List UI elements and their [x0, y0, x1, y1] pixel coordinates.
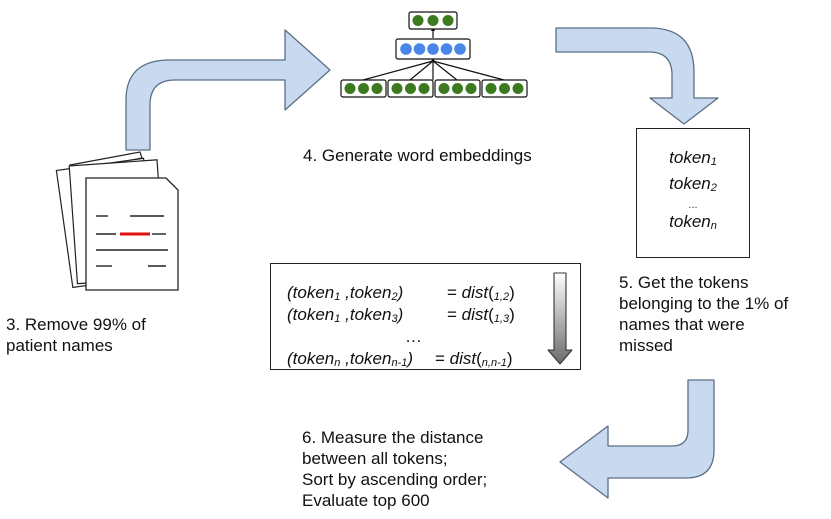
flow-arrow-to-distance: [559, 379, 715, 499]
step3-line-1: 3. Remove 99% of: [6, 315, 146, 334]
distance-row: (token1 ,token3) = dist(1,3): [287, 305, 515, 325]
step3-label: 3. Remove 99% of patient names: [6, 314, 146, 356]
step4-label: 4. Generate word embeddings: [303, 145, 532, 166]
token-item-n: tokenn: [669, 212, 717, 232]
step6-line-1: 6. Measure the distance: [302, 428, 484, 447]
token-ellipsis: ...: [688, 199, 698, 211]
step5-line-1: 5. Get the tokens: [619, 273, 749, 292]
distance-row: (token1 ,token2) = dist(1,2): [287, 283, 515, 303]
neural-network-icon: [340, 11, 528, 98]
token-item-1: token1: [669, 148, 717, 168]
token-list-box: token1 token2 ... tokenn: [636, 128, 750, 258]
step4-text: 4. Generate word embeddings: [303, 146, 532, 165]
token-item-2: token2: [669, 174, 717, 194]
step5-line-4: missed: [619, 336, 673, 355]
step5-line-3: names that were: [619, 315, 745, 334]
step6-line-3: Sort by ascending order;: [302, 470, 488, 489]
distance-row: (tokenn ,tokenn-1) = dist(n,n-1): [287, 349, 513, 369]
step5-line-2: belonging to the 1% of: [619, 294, 789, 313]
distance-ellipsis: …: [405, 327, 422, 346]
document-stack-icon: [55, 151, 179, 291]
flow-arrow-to-embeddings: [125, 29, 331, 151]
step3-line-2: patient names: [6, 336, 113, 355]
step6-line-4: Evaluate top 600: [302, 491, 430, 510]
step5-label: 5. Get the tokens belonging to the 1% of…: [619, 272, 788, 356]
flow-arrow-to-tokens: [555, 27, 719, 125]
distance-list-box: (token1 ,token2) = dist(1,2) (token1 ,to…: [270, 263, 581, 370]
step6-line-2: between all tokens;: [302, 449, 448, 468]
sort-down-arrow-icon: [547, 272, 573, 365]
step6-label: 6. Measure the distance between all toke…: [302, 427, 487, 511]
distance-ellipsis-row: …: [287, 326, 580, 348]
